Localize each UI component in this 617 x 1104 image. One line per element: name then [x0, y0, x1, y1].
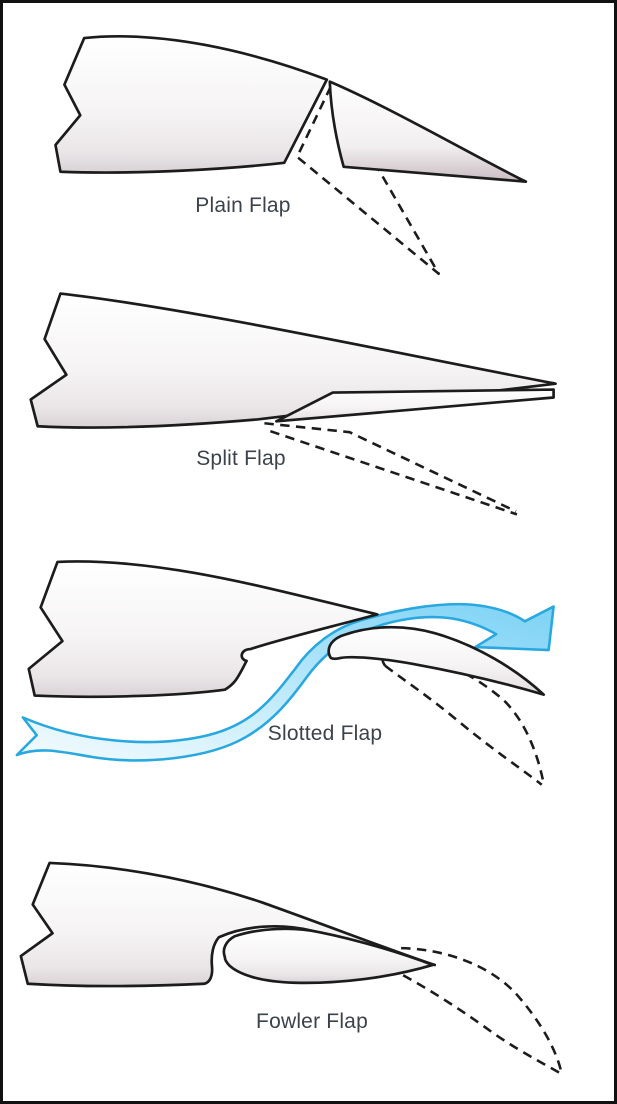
slotted-flap-wing-cross-section — [27, 560, 379, 699]
slotted-flap-deflected-dashed-lower — [384, 664, 543, 786]
split-flap-plate-solid — [274, 388, 555, 423]
slotted-flap-diagram — [15, 560, 555, 786]
slotted-flap-airfoil-solid — [327, 625, 546, 696]
fowler-flap-extended-dashed-lower — [388, 966, 561, 1074]
plain-flap-diagram — [54, 35, 528, 276]
split-flap-deflected-dashed-lower — [269, 429, 518, 516]
slotted-flap-label: Slotted Flap — [267, 722, 383, 745]
split-flap-wing-cross-section — [29, 292, 557, 429]
plain-flap-solid — [328, 80, 528, 183]
fowler-flap-label: Fowler Flap — [256, 1010, 368, 1033]
split-flap-diagram — [29, 292, 557, 516]
split-flap-deflected-dashed-upper — [264, 421, 517, 513]
plain-flap-deflected-dashed — [295, 85, 441, 276]
fowler-flap-diagram — [19, 861, 563, 1074]
plain-flap-wing-cross-section — [54, 35, 329, 174]
flap-types-drawing — [15, 35, 563, 1074]
split-flap-label: Split Flap — [196, 447, 286, 470]
plain-flap-label: Plain Flap — [195, 194, 291, 217]
fowler-flap-solid — [222, 927, 435, 985]
airflow-arrow — [15, 602, 555, 762]
fowler-flap-extended-dashed-upper — [401, 946, 563, 1074]
